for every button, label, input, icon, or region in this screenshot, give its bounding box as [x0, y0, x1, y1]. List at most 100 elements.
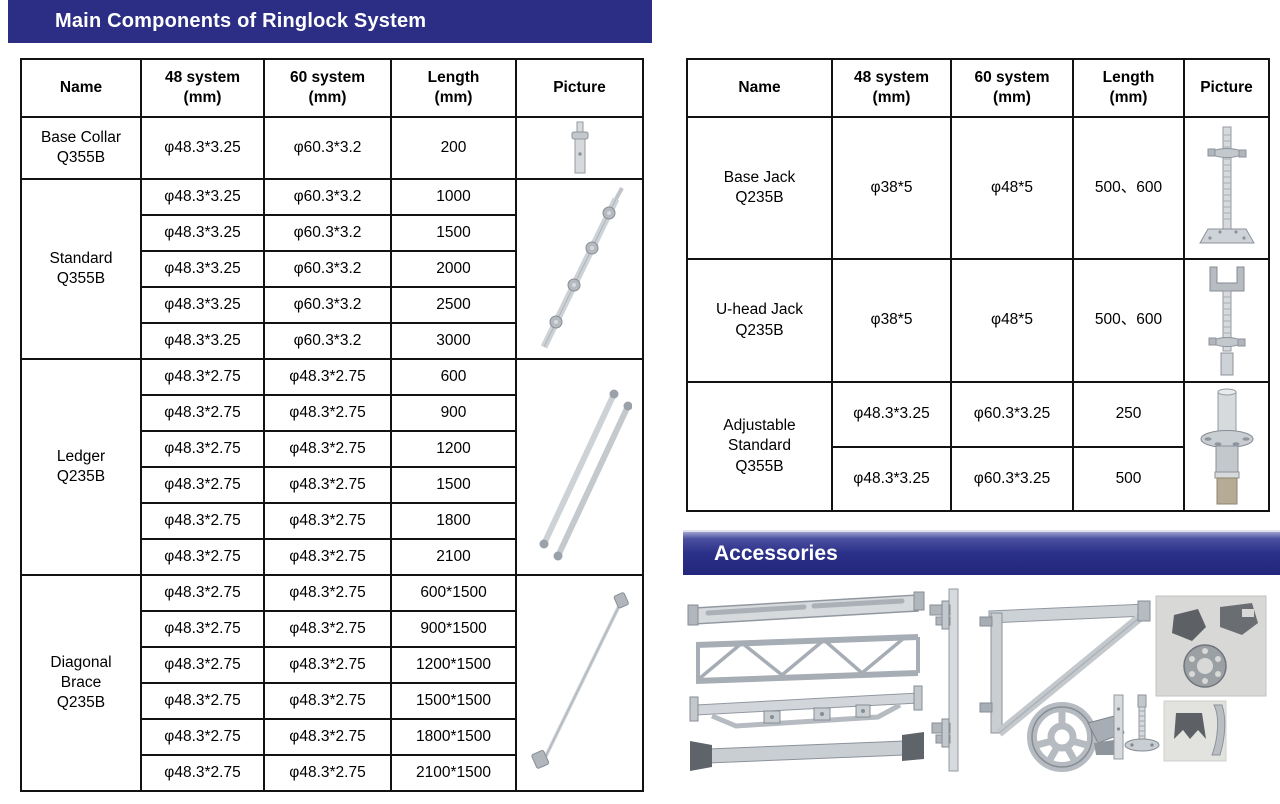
- spec-60-cell: φ48*5: [950, 116, 1074, 260]
- spec-60-cell: φ48.3*2.75: [263, 358, 392, 396]
- component-name: Adjustable Standard Q355B: [686, 381, 833, 512]
- main-title: Main Components of Ringlock System: [55, 10, 427, 32]
- picture-cell: [515, 358, 644, 576]
- spec-48-cell: φ48.3*2.75: [140, 358, 265, 396]
- wedge-head-casting-photo: [1163, 700, 1227, 762]
- spec-48-cell: φ48.3*2.75: [140, 646, 265, 684]
- standard-photo: [517, 183, 642, 355]
- spec-48-cell: φ38*5: [831, 116, 952, 260]
- spec-60-cell: φ60.3*3.25: [950, 381, 1074, 448]
- toe-board-photo: [687, 591, 925, 626]
- component-name: Base Jack Q235B: [686, 116, 833, 260]
- column-header: 48 system (mm): [140, 58, 265, 118]
- side-bracket-photo: [979, 600, 1151, 737]
- spec-48-cell: φ48.3*2.75: [140, 682, 265, 720]
- spec-48-cell: φ48.3*3.25: [140, 178, 265, 216]
- spec-60-cell: φ60.3*3.2: [263, 116, 392, 180]
- lattice-girder-photo: [695, 634, 920, 684]
- column-header: Length (mm): [390, 58, 517, 118]
- picture-cell: [515, 116, 644, 180]
- column-header: Name: [20, 58, 142, 118]
- reinforced-transom-photo: [689, 685, 923, 729]
- spec-60-cell: φ60.3*3.2: [263, 322, 392, 360]
- accessories-banner: Accessories: [683, 530, 1280, 575]
- length-cell: 600*1500: [390, 574, 517, 612]
- spec-48-cell: φ48.3*2.75: [140, 502, 265, 540]
- column-header: 48 system (mm): [831, 58, 952, 118]
- picture-cell: [515, 178, 644, 360]
- spec-48-cell: φ48.3*3.25: [831, 381, 952, 448]
- component-name: U-head Jack Q235B: [686, 258, 833, 383]
- base-jack-photo: [1185, 123, 1268, 253]
- length-cell: 1000: [390, 178, 517, 216]
- length-cell: 600: [390, 358, 517, 396]
- spec-60-cell: φ48.3*2.75: [263, 466, 392, 504]
- component-name: Diagonal Brace Q235B: [20, 574, 142, 792]
- ledger-photo: [517, 366, 642, 568]
- component-name: Ledger Q235B: [20, 358, 142, 576]
- spec-48-cell: φ48.3*2.75: [140, 754, 265, 792]
- length-cell: 250: [1072, 381, 1185, 448]
- length-cell: 3000: [390, 322, 517, 360]
- spec-60-cell: φ48.3*2.75: [263, 610, 392, 648]
- spec-48-cell: φ48.3*2.75: [140, 718, 265, 756]
- length-cell: 2100*1500: [390, 754, 517, 792]
- length-cell: 1500*1500: [390, 682, 517, 720]
- column-header: Picture: [1183, 58, 1270, 118]
- length-cell: 500、600: [1072, 116, 1185, 260]
- spec-48-cell: φ48.3*3.25: [831, 446, 952, 512]
- spec-60-cell: φ48.3*2.75: [263, 538, 392, 576]
- length-cell: 2500: [390, 286, 517, 324]
- spec-48-cell: φ48.3*3.25: [140, 214, 265, 252]
- spec-48-cell: φ48.3*2.75: [140, 610, 265, 648]
- spec-48-cell: φ48.3*2.75: [140, 538, 265, 576]
- rosette-clamp-photo: [1027, 702, 1125, 772]
- spec-60-cell: φ60.3*3.2: [263, 214, 392, 252]
- steel-tube-photo: [1113, 694, 1124, 760]
- picture-cell: [1183, 258, 1270, 383]
- spec-48-cell: φ48.3*2.75: [140, 466, 265, 504]
- length-cell: 500: [1072, 446, 1185, 512]
- length-cell: 1500: [390, 466, 517, 504]
- spec-48-cell: φ48.3*3.25: [140, 116, 265, 180]
- column-header: Picture: [515, 58, 644, 118]
- spec-48-cell: φ48.3*3.25: [140, 286, 265, 324]
- picture-cell: [1183, 116, 1270, 260]
- length-cell: 2100: [390, 538, 517, 576]
- spec-60-cell: φ48.3*2.75: [263, 754, 392, 792]
- spec-60-cell: φ60.3*3.2: [263, 178, 392, 216]
- spec-60-cell: φ48.3*2.75: [263, 718, 392, 756]
- spec-48-cell: φ48.3*2.75: [140, 430, 265, 468]
- wedge-toe-board-photo: [690, 732, 924, 771]
- column-header: Name: [686, 58, 833, 118]
- length-cell: 900: [390, 394, 517, 432]
- column-header: Length (mm): [1072, 58, 1185, 118]
- spec-48-cell: φ38*5: [831, 258, 952, 383]
- screw-base-photo: [1124, 694, 1160, 752]
- spec-60-cell: φ60.3*3.2: [263, 250, 392, 288]
- u-head-jack-photo: [1185, 263, 1268, 379]
- spec-60-cell: φ48.3*2.75: [263, 574, 392, 612]
- spec-60-cell: φ60.3*3.25: [950, 446, 1074, 512]
- length-cell: 1800*1500: [390, 718, 517, 756]
- base-collar-photo: [517, 120, 642, 176]
- length-cell: 1500: [390, 214, 517, 252]
- length-cell: 200: [390, 116, 517, 180]
- spec-60-cell: φ48*5: [950, 258, 1074, 383]
